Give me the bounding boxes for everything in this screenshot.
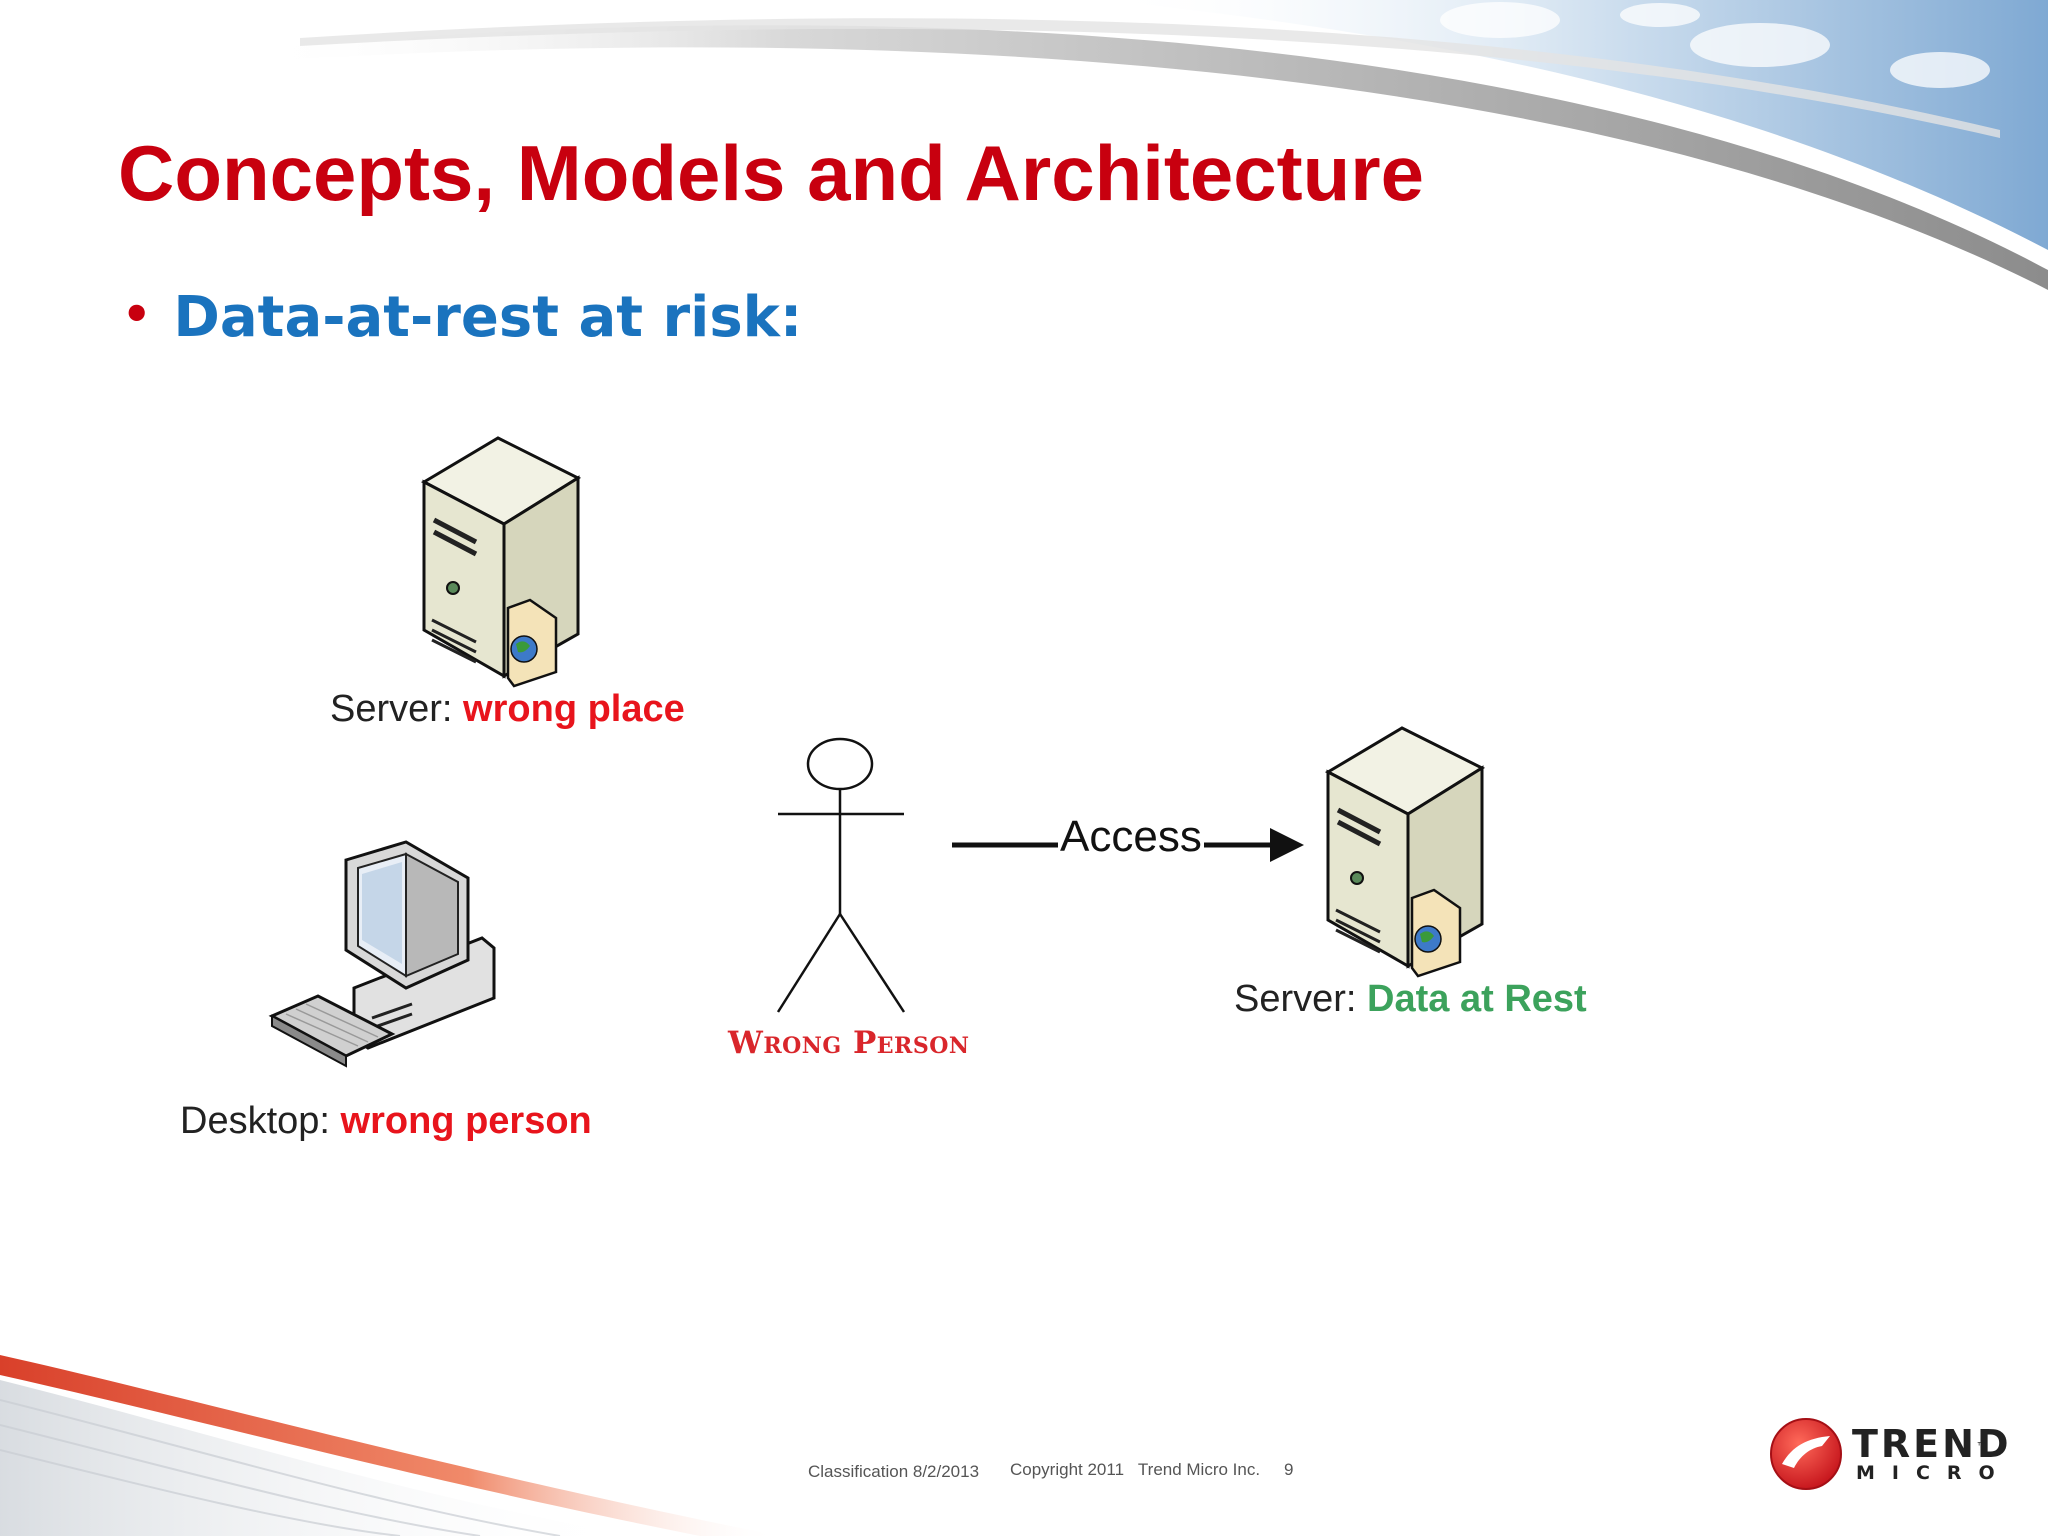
server-right-label-highlight: Data at Rest xyxy=(1367,978,1587,1020)
page-title: Concepts, Models and Architecture xyxy=(118,129,1425,217)
bullet-text: Data-at-rest at risk: xyxy=(173,285,803,350)
server-data-at-rest-icon xyxy=(1324,726,1486,978)
desktop-label-prefix: Desktop: xyxy=(180,1100,341,1142)
desktop-label: Desktop: wrong person xyxy=(180,1100,592,1143)
server-icon xyxy=(420,436,582,688)
desktop-computer-icon xyxy=(268,840,496,1068)
server-top-label-prefix: Server: xyxy=(330,688,464,730)
server-top-label: Server: wrong place xyxy=(330,688,685,731)
person-caption: Wrong Person xyxy=(728,1025,970,1061)
server-top-label-highlight: wrong place xyxy=(463,688,685,730)
brand-trademark: ™ xyxy=(1976,1440,1988,1454)
footer-page-number: 9 xyxy=(1284,1460,1294,1479)
desktop-label-highlight: wrong person xyxy=(340,1100,592,1142)
brand-name-line2: MICRO xyxy=(1856,1462,2012,1484)
brand-name-line1: TREND xyxy=(1852,1422,2012,1466)
server-right-label: Server: Data at Rest xyxy=(1234,978,1587,1021)
stick-figure-person-icon xyxy=(776,737,906,1013)
bullet-item: • Data-at-rest at risk: xyxy=(122,285,802,350)
trend-micro-logo-icon xyxy=(1770,1418,1842,1490)
footer-copyright: Copyright 2011 Trend Micro Inc. xyxy=(1010,1460,1261,1479)
bullet-dot-icon: • xyxy=(122,287,152,341)
server-right-label-prefix: Server: xyxy=(1234,978,1368,1020)
footer-classification: Classification 8/2/2013 xyxy=(808,1462,980,1481)
access-arrow-label: Access xyxy=(1058,812,1204,862)
